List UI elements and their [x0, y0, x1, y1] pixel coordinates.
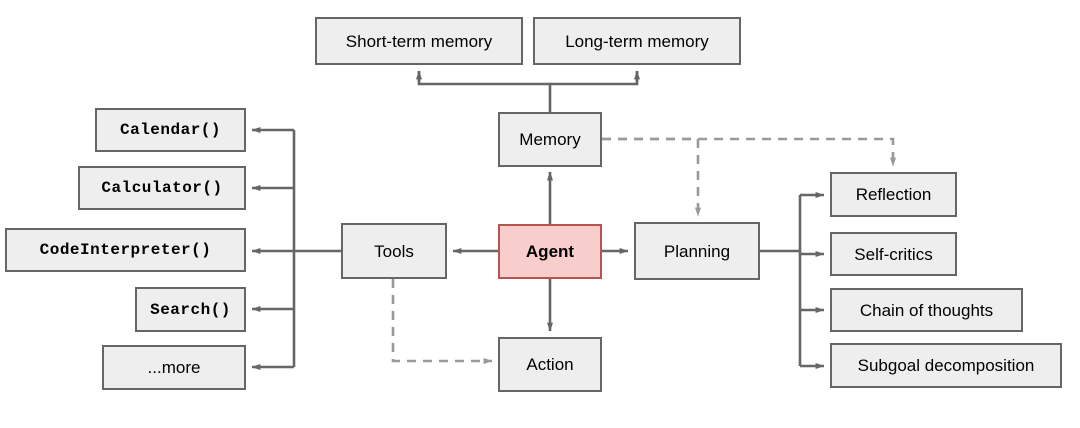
node-calendar-label: Calendar() [119, 121, 221, 139]
node-self-critics-label: Self-critics [854, 244, 933, 264]
node-agent-label: Agent [525, 242, 575, 261]
node-short-term-memory-label: Short-term memory [345, 31, 493, 51]
node-calculator-label: Calculator() [101, 179, 223, 197]
node-search[interactable]: Search() [135, 287, 246, 332]
edge-memory-branch-right [550, 71, 639, 86]
node-code-interpreter-label: CodeInterpreter() [39, 241, 212, 259]
node-more[interactable]: ...more [102, 345, 246, 390]
node-long-term-memory-label: Long-term memory [565, 31, 709, 51]
node-planning[interactable]: Planning [634, 222, 760, 280]
node-tools-label: Tools [374, 241, 414, 261]
edge-tools-to-action-dashed [391, 279, 493, 365]
node-subgoal-decomposition[interactable]: Subgoal decomposition [830, 343, 1062, 388]
node-search-label: Search() [150, 300, 231, 319]
node-reflection-label: Reflection [855, 185, 932, 204]
node-action[interactable]: Action [498, 337, 602, 392]
node-agent[interactable]: Agent [498, 224, 602, 279]
node-subgoal-decomposition-label: Subgoal decomposition [857, 356, 1035, 375]
edge-memory-to-reflection-dashed [602, 137, 896, 167]
node-calendar[interactable]: Calendar() [95, 108, 246, 152]
node-chain-of-thoughts[interactable]: Chain of thoughts [830, 288, 1023, 332]
node-self-critics[interactable]: Self-critics [830, 232, 957, 276]
node-code-interpreter[interactable]: CodeInterpreter() [5, 228, 246, 272]
node-calculator[interactable]: Calculator() [78, 166, 246, 210]
node-memory[interactable]: Memory [498, 112, 602, 167]
edge-memory-to-planning-dashed [602, 137, 701, 217]
edge-memory-trunk [417, 71, 552, 112]
node-long-term-memory[interactable]: Long-term memory [533, 17, 741, 65]
node-action-label: Action [526, 355, 574, 374]
node-more-label: ...more [147, 358, 201, 377]
node-planning-label: Planning [663, 241, 731, 261]
node-memory-label: Memory [519, 130, 581, 149]
node-reflection[interactable]: Reflection [830, 172, 957, 217]
node-tools[interactable]: Tools [341, 223, 447, 279]
node-short-term-memory[interactable]: Short-term memory [315, 17, 523, 65]
node-chain-of-thoughts-label: Chain of thoughts [859, 300, 994, 320]
